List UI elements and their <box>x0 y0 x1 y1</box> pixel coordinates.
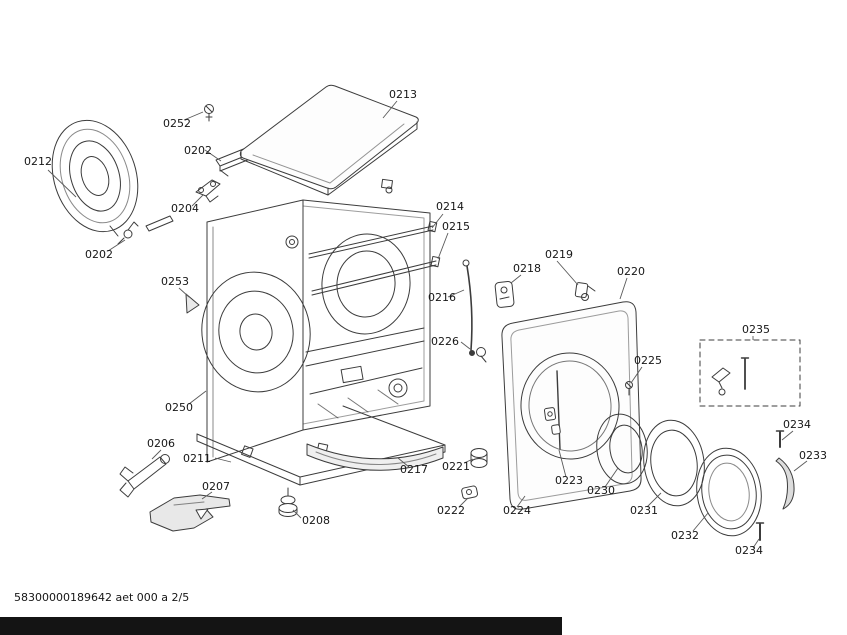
part-label-0213: 0213 <box>389 88 417 101</box>
part-label-0221: 0221 <box>442 460 470 473</box>
part-label-0214: 0214 <box>436 200 464 213</box>
part-label-0202-a: 0202 <box>184 144 212 157</box>
part-label-0233: 0233 <box>799 449 827 462</box>
part-label-0219: 0219 <box>545 248 573 261</box>
fitting-kit-box <box>699 339 801 407</box>
part-label-0220: 0220 <box>617 265 645 278</box>
screw-icon-0252 <box>204 104 214 122</box>
door-outer-ring <box>696 447 762 537</box>
hinge-pin-top <box>775 430 785 448</box>
part-label-0252: 0252 <box>163 117 191 130</box>
part-label-0208: 0208 <box>302 514 330 527</box>
door-handle <box>775 457 795 510</box>
part-label-0230: 0230 <box>587 484 615 497</box>
clip-small <box>461 485 479 500</box>
bellows-clip <box>470 448 488 468</box>
part-label-0234-a: 0234 <box>783 418 811 431</box>
part-label-0217: 0217 <box>400 463 428 476</box>
part-label-0222: 0222 <box>437 504 465 517</box>
hinge-assembly <box>195 169 229 203</box>
part-label-0204: 0204 <box>171 202 199 215</box>
part-label-0226: 0226 <box>431 335 459 348</box>
crossbar-rail-upper <box>308 220 438 259</box>
wrench-tool <box>119 454 170 498</box>
part-labels: 0212 0252 0202 0213 0204 0202 0253 0214 … <box>24 88 827 557</box>
part-label-0234-b: 0234 <box>735 544 763 557</box>
screw-icon-0225 <box>625 381 633 396</box>
part-label-0232: 0232 <box>671 529 699 542</box>
part-label-0202-b: 0202 <box>85 248 113 261</box>
part-label-0224: 0224 <box>503 504 531 517</box>
part-label-0212: 0212 <box>24 155 52 168</box>
part-label-0216: 0216 <box>428 291 456 304</box>
part-label-0211: 0211 <box>183 452 211 465</box>
part-label-0253: 0253 <box>161 275 189 288</box>
leveling-foot <box>278 487 298 517</box>
part-label-0235: 0235 <box>742 323 770 336</box>
hinge-pin-parts-left <box>117 215 174 245</box>
door-hinge <box>574 282 596 301</box>
part-label-0206: 0206 <box>147 437 175 450</box>
part-label-0223: 0223 <box>555 474 583 487</box>
part-label-0231: 0231 <box>630 504 658 517</box>
base-bracket-plate <box>149 494 231 532</box>
door-lock <box>494 281 515 308</box>
doc-code: 58300000189642 aet 000 a 2/5 <box>14 591 189 604</box>
door-inner-ring <box>643 419 705 507</box>
door-glass <box>596 413 648 485</box>
crossbar-rail-lower <box>311 255 441 296</box>
hinge-pin-bottom <box>755 522 765 541</box>
bottom-scan-bar <box>0 617 562 635</box>
part-label-0215: 0215 <box>442 220 470 233</box>
support-rod <box>462 259 487 363</box>
part-label-0250: 0250 <box>165 401 193 414</box>
top-panel <box>239 84 419 196</box>
leader-lines <box>47 100 808 549</box>
part-label-0207: 0207 <box>202 480 230 493</box>
part-label-0225: 0225 <box>634 354 662 367</box>
front-trim-panel <box>306 443 444 471</box>
door-gasket <box>51 119 139 237</box>
part-label-0218: 0218 <box>513 262 541 275</box>
wedge-clip <box>185 293 200 314</box>
cabinet-housing <box>201 178 431 463</box>
hinge-pin-parts <box>543 370 561 450</box>
